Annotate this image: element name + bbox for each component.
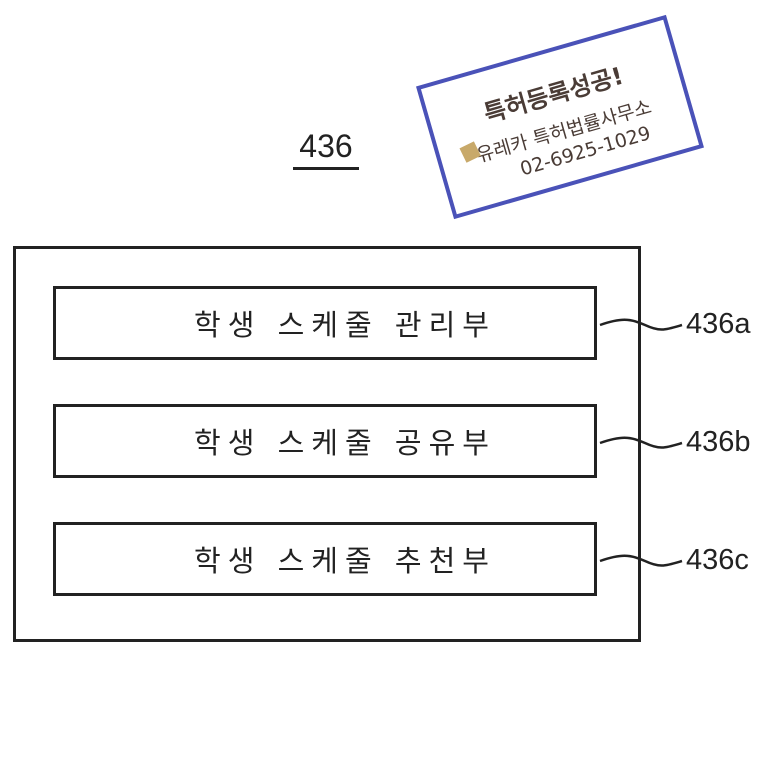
leader-line-436a	[600, 320, 682, 330]
ref-label-436b: 436b	[686, 426, 751, 459]
leader-line-436b	[600, 438, 682, 448]
ref-label-436c: 436c	[686, 544, 749, 577]
leader-line-436c	[600, 556, 682, 566]
ref-label-436a: 436a	[686, 308, 751, 341]
